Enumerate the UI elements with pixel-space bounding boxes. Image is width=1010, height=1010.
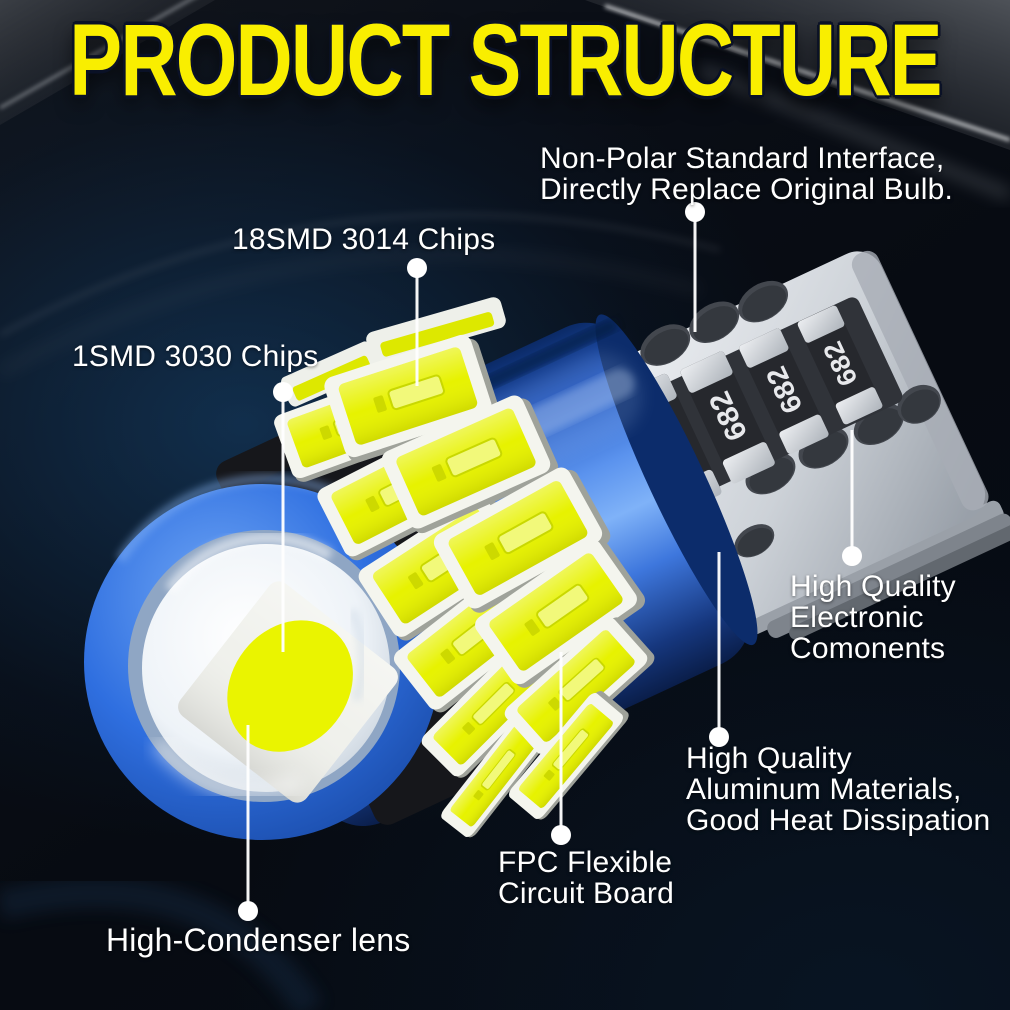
callout-line-text: Aluminum Materials, bbox=[686, 773, 962, 806]
callout-dots bbox=[238, 202, 862, 921]
dot-aluminum bbox=[709, 727, 729, 747]
callout-line-text: Circuit Board bbox=[498, 877, 674, 910]
callout-electronic-components: High Quality Electronic Comonents bbox=[790, 571, 956, 664]
callout-line-text: FPC Flexible bbox=[498, 846, 673, 879]
dot-fpc bbox=[551, 825, 571, 845]
dot-1smd bbox=[273, 382, 293, 402]
callout-lines bbox=[246, 212, 854, 905]
dot-18smd bbox=[407, 258, 427, 278]
callout-line-text: Comonents bbox=[790, 632, 946, 665]
condenser-lens bbox=[84, 474, 440, 840]
callout-high-condenser-lens: High-Condenser lens bbox=[106, 922, 411, 958]
smd-3030-chip bbox=[178, 581, 398, 803]
callout-non-polar: Non-Polar Standard Interface, Directly R… bbox=[540, 143, 953, 205]
callout-fpc-circuit-board: FPC Flexible Circuit Board bbox=[498, 847, 674, 909]
page-title: PRODUCT STRUCTURE bbox=[69, 2, 942, 117]
lens-chip-phosphor bbox=[227, 620, 353, 752]
callout-1smd-3030-chips: 1SMD 3030 Chips bbox=[72, 341, 318, 372]
callout-aluminum-materials: High Quality Aluminum Materials, Good He… bbox=[686, 743, 990, 836]
callout-line-text: High Quality bbox=[686, 742, 852, 775]
callout-line-text: Electronic bbox=[790, 601, 924, 634]
callout-line-text: Good Heat Dissipation bbox=[686, 804, 991, 837]
dot-electronic bbox=[842, 546, 862, 566]
dot-lens bbox=[238, 901, 258, 921]
callout-line-text: Directly Replace Original Bulb. bbox=[540, 173, 954, 206]
callout-line-text: Non-Polar Standard Interface, bbox=[540, 142, 945, 175]
callout-line-text: High-Condenser lens bbox=[106, 922, 411, 958]
resistor-682: 682 bbox=[797, 305, 883, 425]
callout-18smd-3014-chips: 18SMD 3014 Chips bbox=[232, 224, 495, 255]
callout-line-text: 18SMD 3014 Chips bbox=[232, 223, 496, 256]
dot-non-polar bbox=[685, 202, 705, 222]
callout-line-text: High Quality bbox=[790, 570, 956, 603]
callout-line-text: 1SMD 3030 Chips bbox=[72, 340, 319, 373]
